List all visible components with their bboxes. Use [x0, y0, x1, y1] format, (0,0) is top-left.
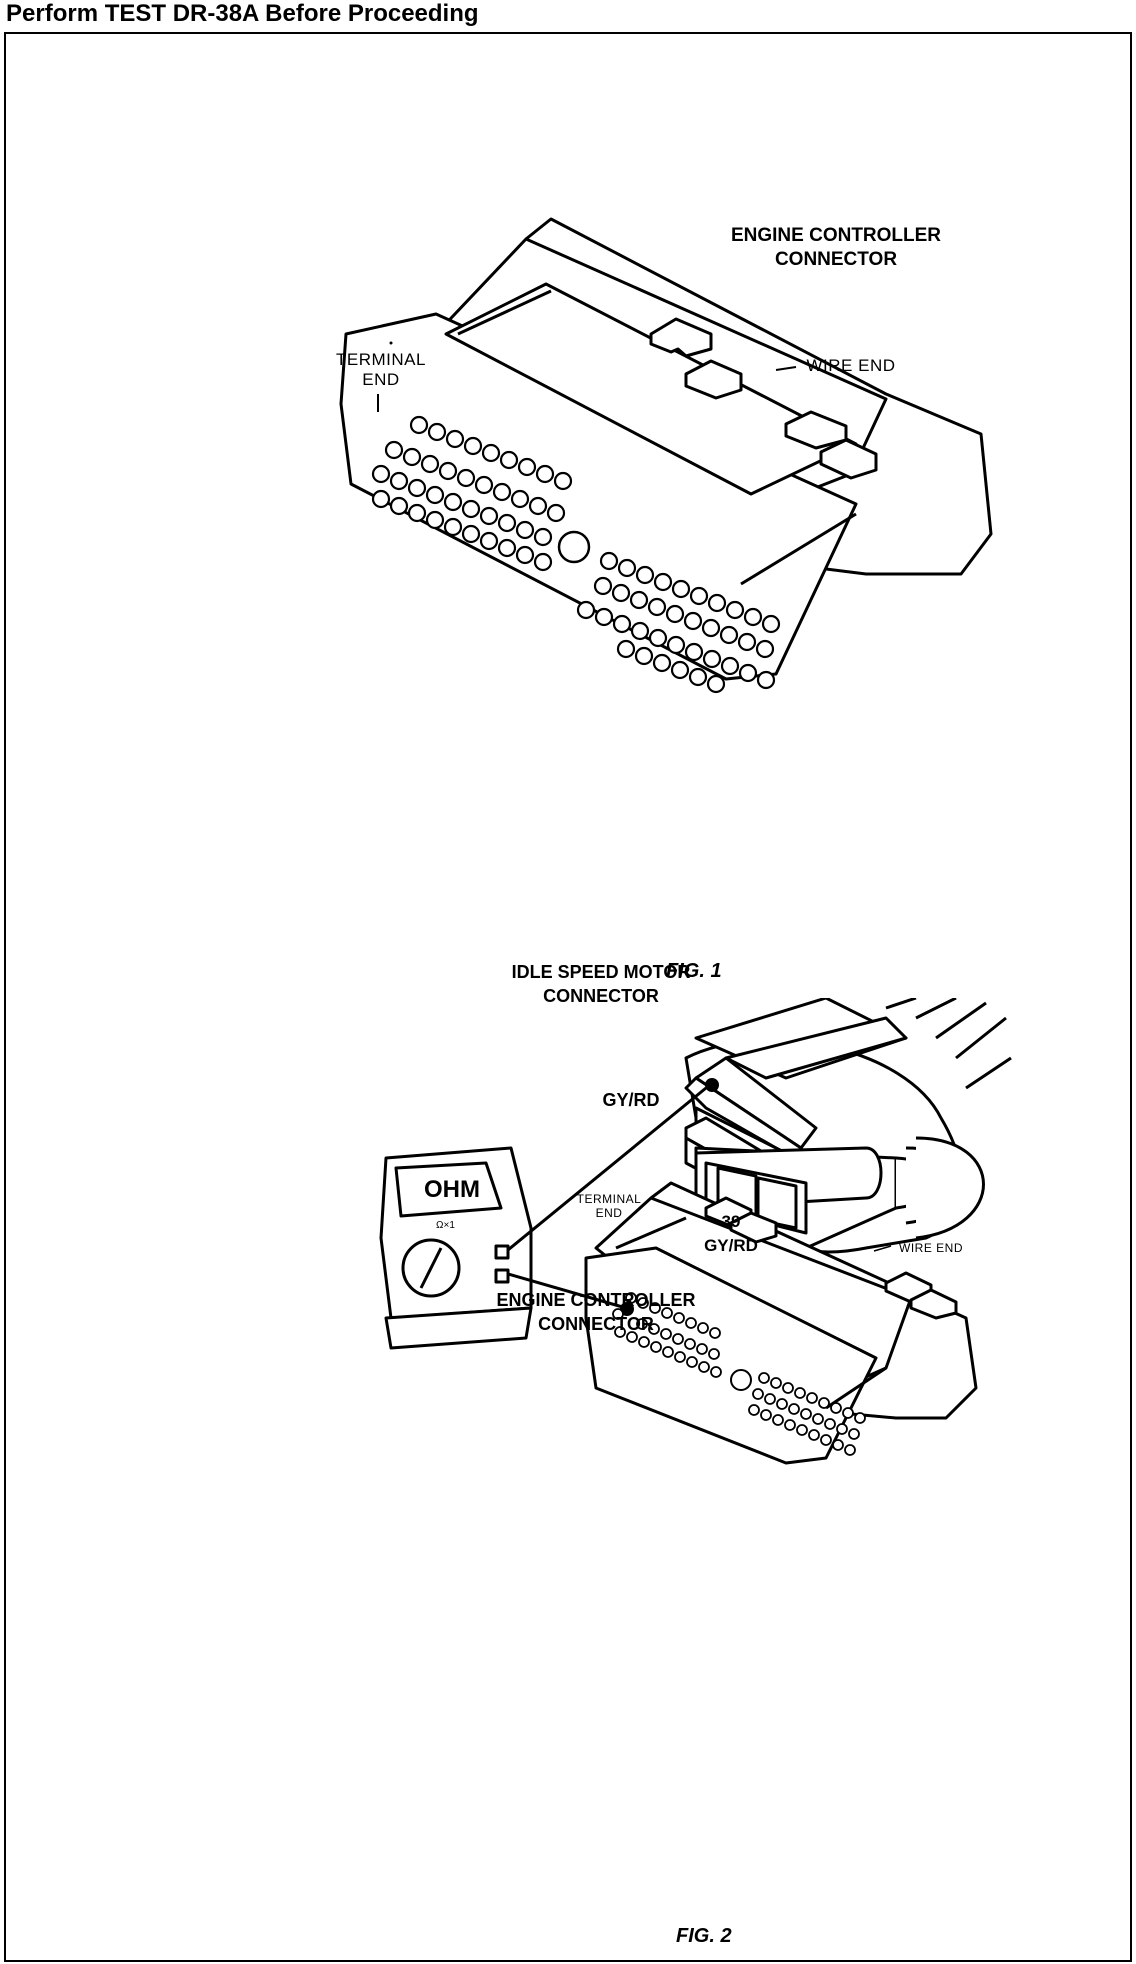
figure-1-panel: ENGINE CONTROLLER CONNECTOR TERMINAL END…: [4, 32, 1132, 1002]
meter-range-label: Ω×1: [436, 1220, 455, 1231]
page-header: Perform TEST DR-38A Before Proceeding: [6, 0, 479, 27]
gy-rd-wire-label: GY/RD: [602, 1090, 660, 1110]
terminal-end-label-2: TERMINAL END: [576, 1192, 642, 1220]
meter-display: OHM: [424, 1176, 480, 1203]
wire-end-label-2: WIRE END: [899, 1241, 963, 1255]
engine-controller-connector-label: ENGINE CONTROLLER CONNECTOR: [730, 225, 942, 270]
pin-39-label: 39 GY/RD: [704, 1212, 758, 1255]
terminal-end-label: TERMINAL END: [336, 350, 426, 389]
ohmmeter-test-drawing: [379, 998, 1012, 1465]
engine-controller-connector-label-2: ENGINE CONTROLLER CONNECTOR: [496, 1290, 696, 1334]
wire-end-label: WIRE END: [806, 356, 896, 375]
figure-1-caption: FIG. 1: [666, 960, 722, 982]
figure-2-panel: IDLE SPEED MOTOR CONNECTOR GY/RD OHM Ω×1…: [4, 962, 1132, 1962]
figure-2-caption: FIG. 2: [676, 1925, 732, 1947]
engine-controller-connector-drawing: [339, 217, 993, 694]
idle-speed-motor-connector-label: IDLE SPEED MOTOR CONNECTOR: [511, 962, 691, 1006]
